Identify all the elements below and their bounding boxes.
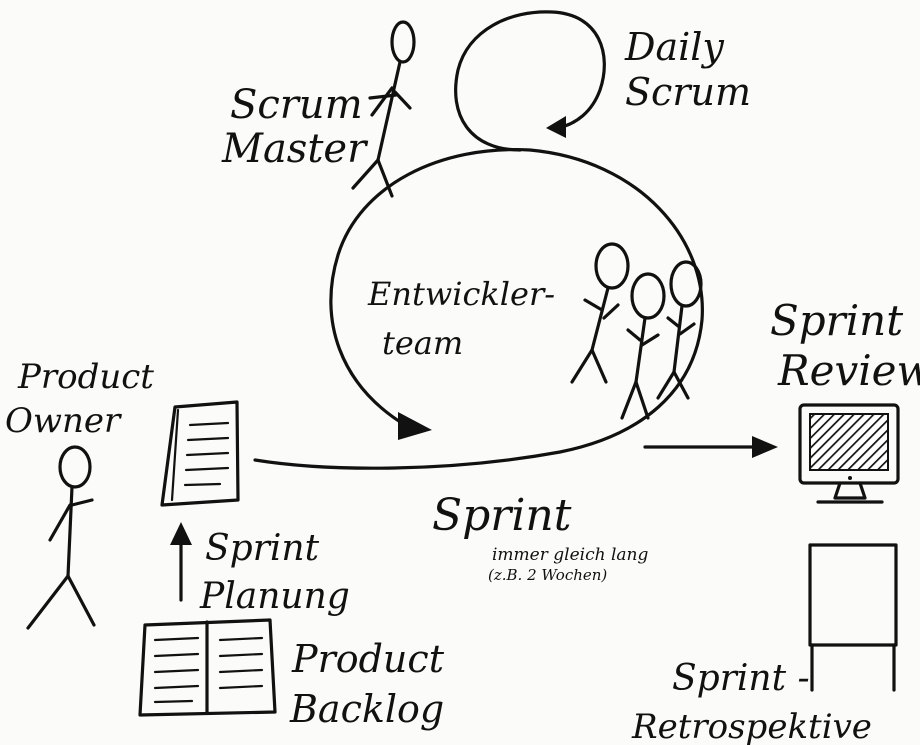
monitor-icon [798,403,900,504]
sprint-planning-label-line1: Sprint [205,528,320,569]
product-owner-label-line2: Owner [5,401,122,441]
scrum-master-label-line1: Scrum [230,82,363,128]
daily-scrum-loop [454,10,606,152]
sprint-review-label-line2: Review [777,346,920,395]
daily-scrum-label-line2: Scrum [625,70,751,114]
daily-scrum-label-line1: Daily [624,25,724,69]
dev-team-label-line2: team [382,324,463,362]
sprint-backlog-sheet [160,400,240,507]
sprint-note-line1: immer gleich lang [492,545,648,565]
product-backlog-label-line1: Product [291,637,445,681]
flipchart-icon [808,543,898,692]
sprint-cycle-loop [253,147,704,470]
sprint-review-label-line1: Sprint [770,296,903,345]
product-backlog-label-line2: Backlog [289,687,444,731]
dev-team-figures [570,242,703,420]
sprint-note-line2: (z.B. 2 Wochen) [488,566,607,584]
review-arrowhead [752,436,778,458]
retro-label-line1: Sprint - [672,658,810,699]
product-owner-figure [26,445,96,630]
scrum-master-label-line2: Master [221,126,369,172]
planning-arrowhead [170,522,192,545]
scrum-master-figure [351,20,416,198]
dev-team-label-line1: Entwickler- [367,275,555,313]
product-backlog-book [138,618,277,717]
sprint-label: Sprint [432,490,572,541]
sprint-cycle-arrowhead [398,412,432,440]
sprint-planning-label-line2: Planung [199,576,350,617]
product-owner-label-line1: Product [17,357,154,397]
daily-scrum-arrowhead [546,116,566,138]
retro-label-line2: Retrospektive [631,707,872,745]
